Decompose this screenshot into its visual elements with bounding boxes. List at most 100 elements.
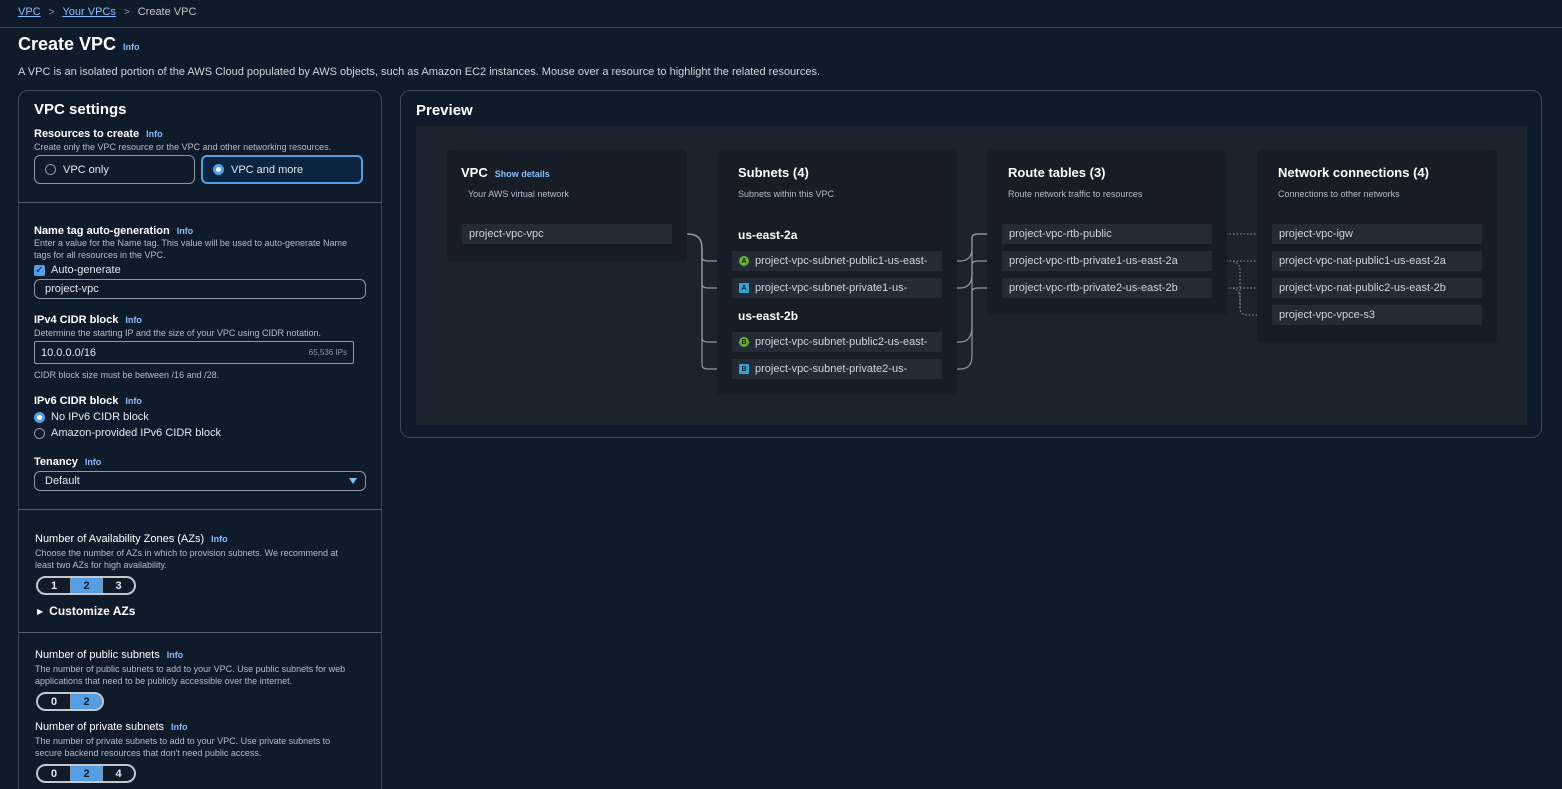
no-ipv6-radio[interactable]: No IPv6 CIDR block	[34, 411, 149, 423]
route-table-node[interactable]: project-vpc-rtb-public	[1002, 224, 1212, 244]
customize-azs-toggle[interactable]: ▶Customize AZs	[37, 604, 135, 618]
wire-rtb-vpce-b	[1212, 287, 1241, 308]
private-subnets-option-4[interactable]: 4	[102, 766, 134, 781]
az-option-2[interactable]: 2	[70, 578, 102, 593]
info-link[interactable]: Info	[123, 42, 140, 52]
settings-title: VPC settings	[34, 101, 381, 118]
info-link[interactable]: Info	[125, 396, 142, 406]
az-heading-1: us-east-2a	[738, 228, 798, 242]
radio-icon	[34, 427, 45, 439]
network-connection-node[interactable]: project-vpc-igw	[1272, 224, 1482, 244]
radio-selected-icon	[213, 164, 224, 175]
auto-generate-checkbox[interactable]: ✓Auto-generate	[34, 264, 121, 276]
route-table-node[interactable]: project-vpc-rtb-private2-us-east-2b	[1002, 278, 1212, 298]
public-subnets-segmented-control[interactable]: 0 2	[36, 692, 104, 711]
cidr-constraint: CIDR block size must be between /16 and …	[34, 370, 220, 380]
name-tag-input[interactable]: project-vpc	[34, 279, 366, 299]
public-subnet-icon: A	[739, 256, 749, 266]
radio-selected-icon	[34, 411, 45, 423]
ipv6-label-text: IPv6 CIDR block	[34, 395, 119, 407]
breadcrumb-your-vpcs-link[interactable]: Your VPCs	[62, 6, 116, 18]
ipv6-label: IPv6 CIDR block Info	[34, 393, 381, 407]
private-subnets-option-2[interactable]: 2	[70, 766, 102, 781]
section-divider	[19, 632, 381, 633]
az-option-3[interactable]: 3	[102, 578, 134, 593]
network-connections-column-title: Network connections (4)	[1278, 165, 1429, 180]
network-connection-node[interactable]: project-vpc-vpce-s3	[1272, 305, 1482, 325]
private-subnet-icon: B	[739, 364, 749, 374]
route-table-node[interactable]: project-vpc-rtb-private1-us-east-2a	[1002, 251, 1212, 271]
name-tag-hint: Enter a value for the Name tag. This val…	[34, 238, 348, 260]
ip-count: 65,536 IPs	[308, 348, 347, 357]
no-ipv6-label: No IPv6 CIDR block	[51, 411, 149, 423]
vpc-and-more-label: VPC and more	[231, 163, 304, 176]
subnet-name: project-vpc-subnet-private1-us-	[755, 282, 908, 294]
subnet-name: project-vpc-subnet-public1-us-east-	[755, 255, 928, 267]
azs-hint: Choose the number of AZs in which to pro…	[35, 548, 338, 570]
private-subnets-segmented-control[interactable]: 0 2 4	[36, 764, 136, 783]
ipv4-cidr-input[interactable]: 10.0.0.0/16 65,536 IPs	[34, 341, 354, 364]
private-subnets-option-0[interactable]: 0	[50, 767, 58, 780]
public-subnets-option-2[interactable]: 2	[70, 694, 102, 709]
amazon-ipv6-radio[interactable]: Amazon-provided IPv6 CIDR block	[34, 427, 221, 439]
wire-subnet4-rtb	[942, 287, 1002, 370]
preview-title: Preview	[416, 102, 473, 119]
vpc-only-option[interactable]: VPC only	[34, 155, 195, 184]
private-subnets-hint: The number of private subnets to add to …	[35, 736, 331, 758]
show-details-link[interactable]: Show details	[494, 169, 550, 179]
info-link[interactable]: Info	[166, 650, 184, 660]
ipv4-cidr-value: 10.0.0.0/16	[41, 346, 97, 359]
ipv4-label-text: IPv4 CIDR block	[34, 314, 119, 326]
wire-rtb-vpce-a	[1212, 260, 1272, 316]
tenancy-select[interactable]: Default	[34, 471, 366, 491]
info-link[interactable]: Info	[146, 129, 163, 139]
page-title-text: Create VPC	[18, 34, 117, 54]
private-subnets-label-text: Number of private subnets	[35, 721, 165, 733]
subnets-column: Subnets (4) Subnets within this VPC	[717, 150, 957, 395]
section-divider	[19, 202, 381, 203]
azs-segmented-control[interactable]: 1 2 3	[36, 576, 136, 595]
info-link[interactable]: Info	[84, 457, 102, 467]
public-subnets-option-0[interactable]: 0	[50, 695, 58, 708]
breadcrumb: VPC > Your VPCs > Create VPC	[18, 5, 196, 19]
private-subnet-icon: A	[739, 283, 749, 293]
vpc-and-more-option[interactable]: VPC and more	[201, 155, 363, 184]
vpc-node[interactable]: project-vpc-vpc	[462, 224, 672, 244]
wire-vpc-subnet4	[687, 233, 732, 370]
network-connection-node[interactable]: project-vpc-nat-public1-us-east-2a	[1272, 251, 1482, 271]
route-tables-column-subtitle: Route network traffic to resources	[1008, 189, 1143, 199]
breadcrumb-vpc-link[interactable]: VPC	[18, 6, 41, 18]
chevron-right-icon: >	[48, 6, 55, 18]
info-link[interactable]: Info	[171, 722, 188, 732]
amazon-ipv6-label: Amazon-provided IPv6 CIDR block	[51, 427, 221, 439]
checkmark-icon: ✓	[34, 264, 45, 276]
caret-down-icon	[349, 478, 357, 484]
wire-subnet2-rtb	[942, 260, 1002, 289]
public-subnets-hint: The number of public subnets to add to y…	[35, 664, 346, 686]
info-link[interactable]: Info	[176, 226, 194, 236]
public-subnet-icon: B	[739, 337, 749, 347]
tenancy-value: Default	[45, 475, 80, 487]
breadcrumb-current: Create VPC	[137, 6, 197, 18]
az-heading-2: us-east-2b	[738, 309, 799, 323]
info-link[interactable]: Info	[125, 315, 142, 325]
resources-hint: Create only the VPC resource or the VPC …	[34, 142, 332, 152]
network-connection-node[interactable]: project-vpc-nat-public2-us-east-2b	[1272, 278, 1482, 298]
info-link[interactable]: Info	[211, 534, 228, 544]
settings-title-text: VPC settings	[34, 101, 127, 118]
radio-icon	[45, 164, 56, 175]
network-connections-column-subtitle: Connections to other networks	[1278, 189, 1400, 199]
azs-label-text: Number of Availability Zones (AZs)	[35, 533, 205, 545]
az-option-1[interactable]: 1	[50, 579, 58, 592]
customize-azs-label: Customize AZs	[49, 604, 136, 618]
vpc-column-subtitle: Your AWS virtual network	[468, 189, 569, 199]
header-divider	[0, 27, 1562, 28]
